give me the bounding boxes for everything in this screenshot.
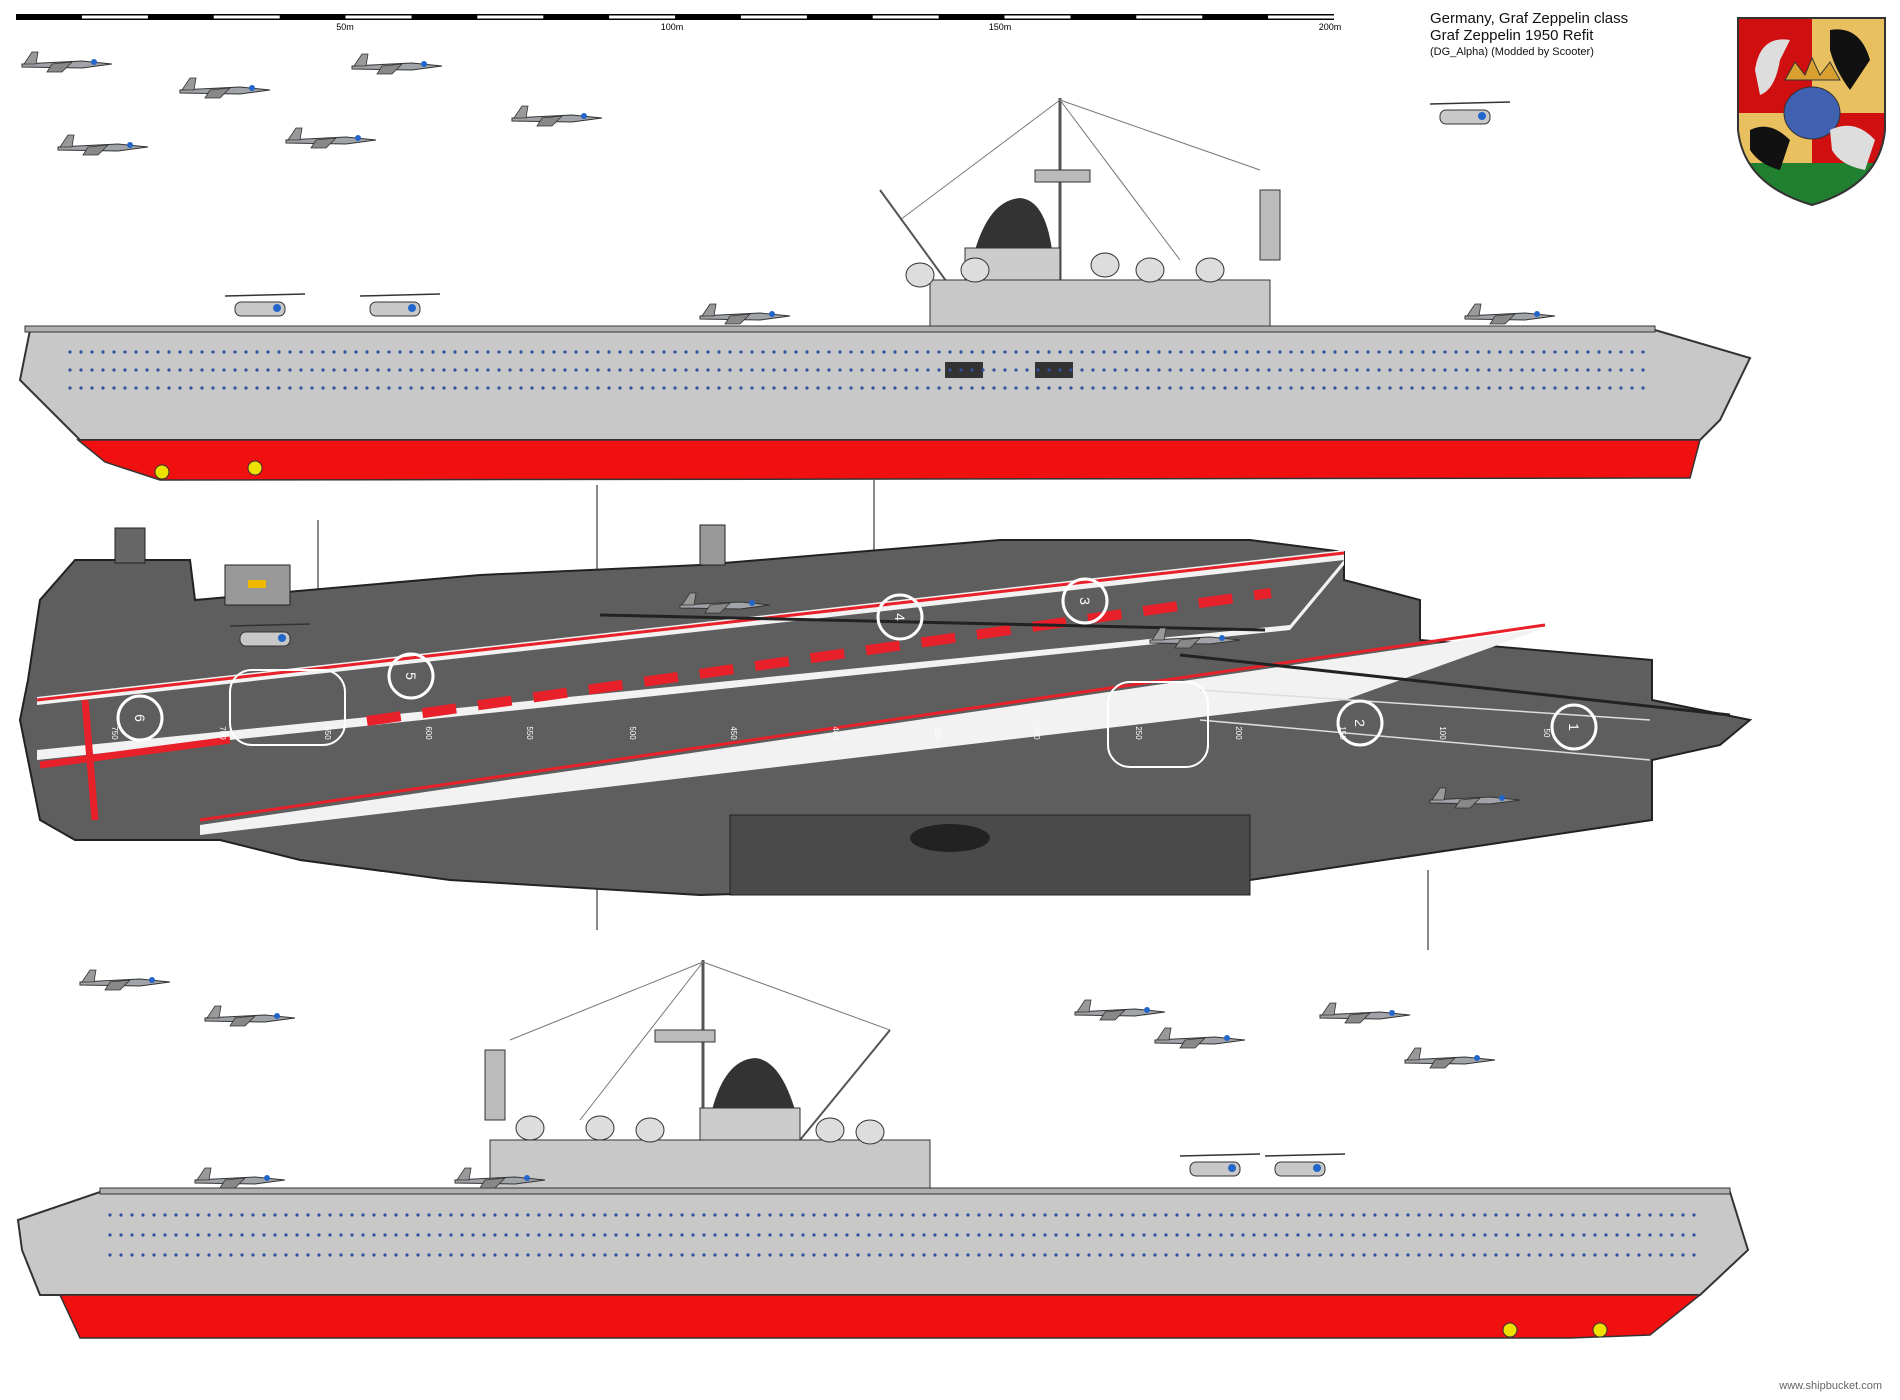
helicopter-icon <box>1264 1153 1346 1177</box>
aircraft-icon <box>1464 303 1556 325</box>
scale-segment <box>609 15 676 19</box>
distance-mark: 50 <box>1542 729 1551 738</box>
aircraft-icon <box>511 105 603 127</box>
distance-mark: 650 <box>323 726 332 740</box>
distance-mark: 150 <box>1338 726 1347 740</box>
scale-bar: 50m 100m 150m 200m <box>16 14 1341 32</box>
distance-mark: 400 <box>831 726 840 740</box>
title-block: Germany, Graf Zeppelin class Graf Zeppel… <box>1430 10 1628 61</box>
landing-spot-circle <box>876 593 924 641</box>
title-line-country-class: Germany, Graf Zeppelin class <box>1430 10 1629 27</box>
scale-segment <box>81 15 148 19</box>
gun-director-icon <box>515 1115 545 1141</box>
distance-mark: 350 <box>933 726 942 740</box>
distance-mark: 450 <box>729 726 738 740</box>
helicopter-icon <box>1179 1153 1261 1177</box>
aircraft-icon <box>57 134 149 156</box>
distance-mark: 550 <box>525 726 534 740</box>
landing-spot-circle <box>1336 699 1384 747</box>
title-line-ship: Graf Zeppelin 1950 Refit <box>1430 27 1594 44</box>
aircraft-group-bottom <box>79 969 1496 1069</box>
landing-spot-number: 1 <box>1566 723 1582 731</box>
aircraft-icon <box>179 77 271 99</box>
aircraft-icon <box>1319 1002 1411 1024</box>
aircraft-icon <box>699 303 791 325</box>
scale-segment <box>1268 15 1335 19</box>
aircraft-icon <box>21 51 113 73</box>
propeller-icon <box>247 460 263 476</box>
profile-port <box>16 960 1750 1339</box>
gun-director-icon <box>1135 257 1165 283</box>
gun-director-icon <box>1195 257 1225 283</box>
aircraft-icon <box>1404 1047 1496 1069</box>
landing-spot-number: 6 <box>132 714 148 722</box>
distance-mark: 500 <box>628 726 637 740</box>
helicopter-icon <box>359 293 441 317</box>
gun-director-icon <box>1090 252 1120 278</box>
gun-director-icon <box>585 1115 615 1141</box>
distance-mark: 300 <box>1032 726 1041 740</box>
propeller-icon <box>1592 1322 1608 1338</box>
distance-mark: 100 <box>1438 726 1447 740</box>
scale-segment <box>477 15 544 19</box>
distance-mark: 200 <box>1234 726 1243 740</box>
watermark: www.shipbucket.com <box>1779 1380 1882 1392</box>
aircraft-icon <box>351 53 443 75</box>
helicopter-icon <box>224 293 306 317</box>
gun-director-icon <box>635 1117 665 1143</box>
scale-segment <box>740 15 807 19</box>
propeller-icon <box>1502 1322 1518 1338</box>
distance-mark: 600 <box>424 726 433 740</box>
scale-segment <box>345 15 412 19</box>
distance-mark: 700 <box>218 726 227 740</box>
aircraft-icon <box>194 1167 286 1189</box>
landing-spot-number: 3 <box>1077 597 1093 605</box>
scale-label-50: 50m <box>336 22 354 32</box>
gun-director-icon <box>815 1117 845 1143</box>
gun-director-icon <box>855 1119 885 1145</box>
landing-spot-circle <box>1061 577 1109 625</box>
scale-segment <box>1136 15 1203 19</box>
coat-of-arms <box>1737 17 1886 207</box>
profile-starboard <box>18 98 1752 481</box>
scale-label-200: 200m <box>1319 22 1342 32</box>
aircraft-icon <box>204 1005 296 1027</box>
landing-spot-number: 2 <box>1352 719 1368 727</box>
distance-mark: 750 <box>110 726 119 740</box>
helicopter-icon <box>1429 101 1511 125</box>
aircraft-icon <box>1154 1027 1246 1049</box>
propeller-icon <box>154 464 170 480</box>
landing-spot-number: 5 <box>403 672 419 680</box>
scale-segment <box>213 15 280 19</box>
flight-deck-plan: 6 5 4 3 2 1 750 700 650 600 550 500 450 400 350 300 250… <box>18 480 1753 950</box>
title-line-credits: (DG_Alpha) (Modded by Scooter) <box>1430 46 1594 58</box>
gun-director-icon <box>905 262 935 288</box>
landing-spot-circle <box>116 694 164 742</box>
aircraft-icon <box>79 969 171 991</box>
aircraft-icon <box>285 127 377 149</box>
scale-segment <box>872 15 939 19</box>
distance-mark: 250 <box>1134 726 1143 740</box>
aircraft-group-top <box>21 51 1511 156</box>
landing-spot-number: 4 <box>892 613 908 621</box>
landing-spot-circle <box>1550 703 1598 751</box>
gun-director-icon <box>960 257 990 283</box>
landing-spot-circle <box>387 652 435 700</box>
scale-segment <box>1004 15 1071 19</box>
scale-label-100: 100m <box>661 22 684 32</box>
scale-label-150: 150m <box>989 22 1012 32</box>
aircraft-icon <box>1074 999 1166 1021</box>
